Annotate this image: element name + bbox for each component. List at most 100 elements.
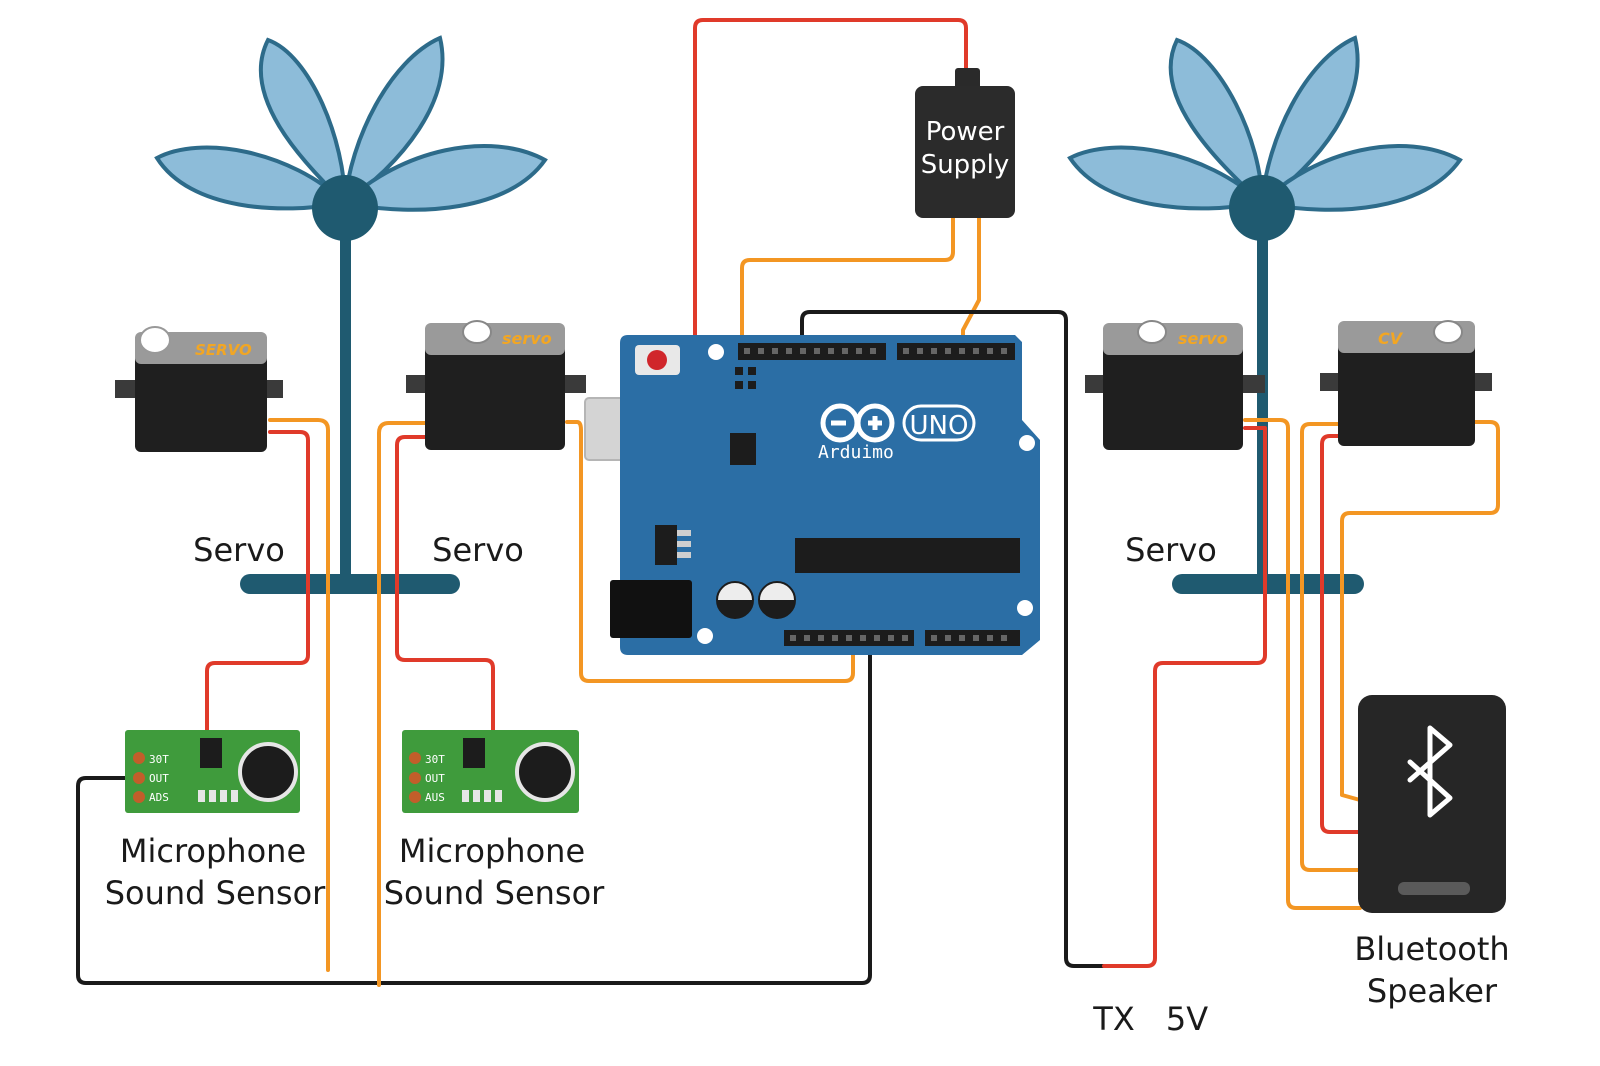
speaker-grill (1398, 882, 1470, 895)
label-tx: TX (1092, 1000, 1134, 1038)
flower-center (1229, 175, 1295, 241)
petal-icon (154, 145, 350, 211)
base-bar (1172, 574, 1364, 594)
servo-body (1103, 338, 1243, 450)
servo-brand-1: SERVO (195, 341, 252, 359)
mount-hole (708, 344, 724, 360)
sensor-pads (462, 790, 502, 802)
dc-jack (610, 580, 692, 638)
regulator-pins (677, 552, 691, 558)
header-top-right (897, 343, 1015, 360)
label-5v: 5V (1166, 1000, 1208, 1038)
sensor-chip (463, 738, 485, 768)
wire-orange-servo1 (268, 418, 330, 972)
base-bar (240, 574, 460, 594)
sensor-pin-label: 30T (425, 753, 445, 766)
wire-orange-power-2 (961, 216, 981, 352)
petal-icon (340, 144, 548, 212)
servo-horn (462, 320, 492, 344)
sensor-pads (198, 790, 238, 802)
label-mic2-line1: Microphone (399, 832, 585, 870)
sensor-pin-label: OUT (425, 772, 445, 785)
flower-right (1067, 35, 1463, 594)
servo-motor-4: CV (1320, 320, 1492, 446)
microphone-icon (515, 742, 575, 802)
stem (340, 215, 351, 580)
sensor-chip (200, 738, 222, 768)
wire-red-servo1 (205, 430, 310, 732)
bluetooth-icon (1407, 725, 1453, 818)
wire-red-servo4 (1320, 434, 1362, 834)
microphone-icon (238, 742, 298, 802)
servo-horn (139, 326, 171, 354)
header-bottom-right (925, 630, 1020, 646)
wire-red-power (693, 18, 968, 352)
regulator (655, 525, 677, 565)
wire-orange-power-1 (740, 216, 955, 352)
petal-icon (1168, 37, 1265, 208)
wire-red-5v (1102, 426, 1267, 968)
servo-body (425, 338, 565, 450)
arduino-board: UNO Arduimo (584, 335, 1040, 655)
servo-body (1338, 336, 1475, 446)
wire-red-servo2 (395, 435, 495, 732)
sensor-pin-label: OUT (149, 772, 169, 785)
servo-brand-3: servo (1178, 329, 1228, 348)
reset-button-cap (647, 350, 667, 370)
flower-left (154, 35, 548, 594)
servo-motor-2: servo (406, 320, 586, 450)
chip-small (730, 433, 756, 465)
label-mic2-line2: Sound Sensor (384, 874, 605, 912)
wire-orange-servo2 (377, 421, 427, 987)
power-supply-connector (955, 68, 980, 90)
flower-center (312, 175, 378, 241)
servo-brand-2: servo (502, 329, 552, 348)
sensor-pin-label: 30T (149, 753, 169, 766)
servo-top (425, 323, 565, 355)
servo-horn (1433, 320, 1463, 344)
mount-hole (697, 628, 713, 644)
servo-horn (1137, 320, 1167, 344)
mic-sensor-1: 30T OUT ADS (125, 730, 300, 813)
label-speaker-line2: Speaker (1367, 972, 1498, 1010)
capacitor-stripe (759, 600, 795, 618)
board-brand: Arduimo (818, 442, 894, 463)
power-supply-label-2: Supply (921, 150, 1010, 180)
header-pins (744, 348, 1007, 641)
servo-body (135, 345, 267, 452)
petal-icon (1259, 35, 1360, 207)
label-mic1-line1: Microphone (120, 832, 306, 870)
stem (1257, 215, 1268, 580)
microcontroller-chip (795, 538, 1020, 573)
arduino-logo-icon (820, 403, 895, 443)
label-servo-left-2: Servo (432, 531, 524, 569)
power-supply: Power Supply (915, 68, 1015, 218)
power-supply-label-1: Power (926, 117, 1005, 147)
sensor-pin-label: AUS (425, 791, 445, 804)
sensor-pin-dots (409, 752, 421, 803)
wire-orange-servo4-b (1340, 420, 1500, 802)
petal-icon (258, 37, 348, 208)
petal-icon (1067, 145, 1267, 211)
uno-badge (902, 404, 976, 442)
bluetooth-speaker (1358, 695, 1506, 913)
petal-icon (1257, 144, 1463, 212)
servo-motor-3: servo (1085, 320, 1265, 450)
wire-orange-servo3 (1243, 418, 1362, 910)
wire-black-tx (800, 310, 1106, 968)
header-top-left (738, 343, 886, 360)
sensor-pin-dots (133, 752, 145, 803)
mount-hole (1019, 435, 1035, 451)
regulator-pins (677, 541, 691, 547)
label-mic1-line2: Sound Sensor (105, 874, 326, 912)
power-supply-body (915, 86, 1015, 218)
mic-sensor-2: 30T OUT AUS (402, 730, 579, 813)
sensor-pin-label: ADS (149, 791, 169, 804)
wire-black-mic (76, 638, 872, 985)
wire-orange-servo4-a (1300, 422, 1362, 872)
label-speaker-line1: Bluetooth (1354, 930, 1509, 968)
label-servo-right: Servo (1125, 531, 1217, 569)
regulator-pins (677, 530, 691, 536)
icsp-header (735, 367, 756, 389)
wire-orange-servo2-signal (565, 420, 855, 683)
